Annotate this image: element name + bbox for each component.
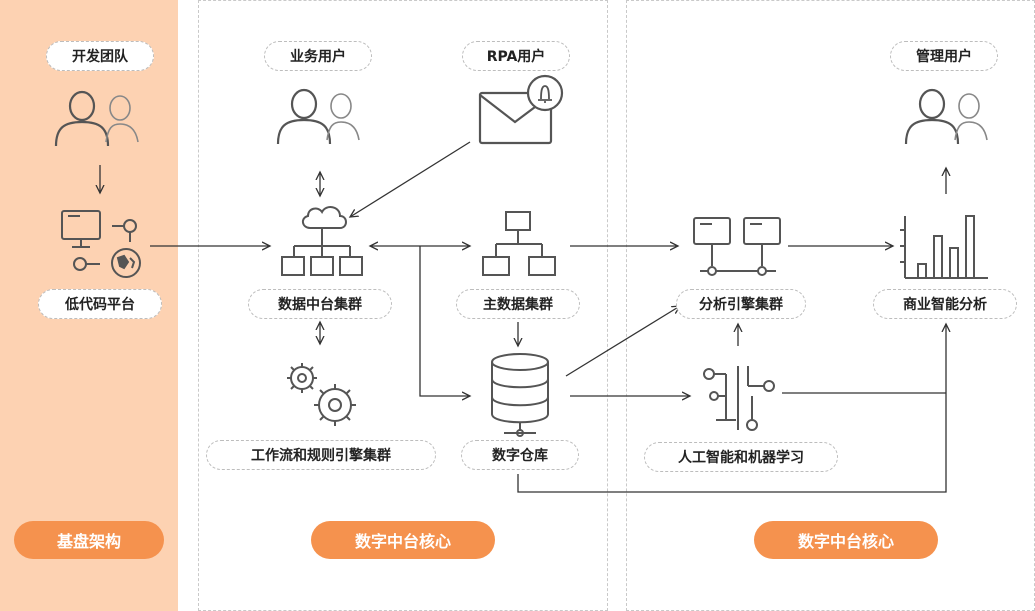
label-master-data-cluster: 主数据集群 xyxy=(456,289,580,319)
analytics-engine-icon xyxy=(693,217,781,276)
footer-digital-core-middle: 数字中台核心 xyxy=(311,521,495,559)
label-dev-team: 开发团队 xyxy=(46,41,154,71)
label-lowcode-platform: 低代码平台 xyxy=(38,289,162,319)
arrow-warehouse-to-analytics xyxy=(565,306,680,377)
data-center-cluster-icon xyxy=(281,206,363,276)
label-ai-ml: 人工智能和机器学习 xyxy=(644,442,838,472)
label-workflow-rules-engine: 工作流和规则引擎集群 xyxy=(206,440,436,470)
label-rpa-users: RPA用户 xyxy=(462,41,570,71)
dev-team-people-icon xyxy=(54,90,139,147)
arrow-rpa-to-datacenter xyxy=(350,141,471,217)
label-analytics-engine-cluster: 分析引擎集群 xyxy=(676,289,806,319)
label-data-warehouse: 数字仓库 xyxy=(461,440,579,470)
workflow-gears-icon xyxy=(287,363,356,426)
label-admin-users: 管理用户 xyxy=(890,41,998,71)
data-warehouse-database-icon xyxy=(491,353,549,437)
label-data-center-cluster: 数据中台集群 xyxy=(248,289,392,319)
bi-bar-chart-icon xyxy=(900,215,988,279)
master-data-icon xyxy=(482,211,556,276)
rpa-mail-icon xyxy=(478,74,564,145)
ai-ml-circuit-icon xyxy=(703,366,775,431)
arrow-datacenter-warehouse xyxy=(419,246,470,396)
footer-base-architecture: 基盘架构 xyxy=(14,521,164,559)
admin-users-people-icon xyxy=(904,88,988,145)
footer-digital-core-right: 数字中台核心 xyxy=(754,521,938,559)
label-business-intelligence: 商业智能分析 xyxy=(873,289,1017,319)
lowcode-platform-icon xyxy=(61,210,141,278)
arrow-warehouse-to-bi xyxy=(517,324,946,493)
label-business-users: 业务用户 xyxy=(264,41,372,71)
business-users-people-icon xyxy=(276,88,360,145)
